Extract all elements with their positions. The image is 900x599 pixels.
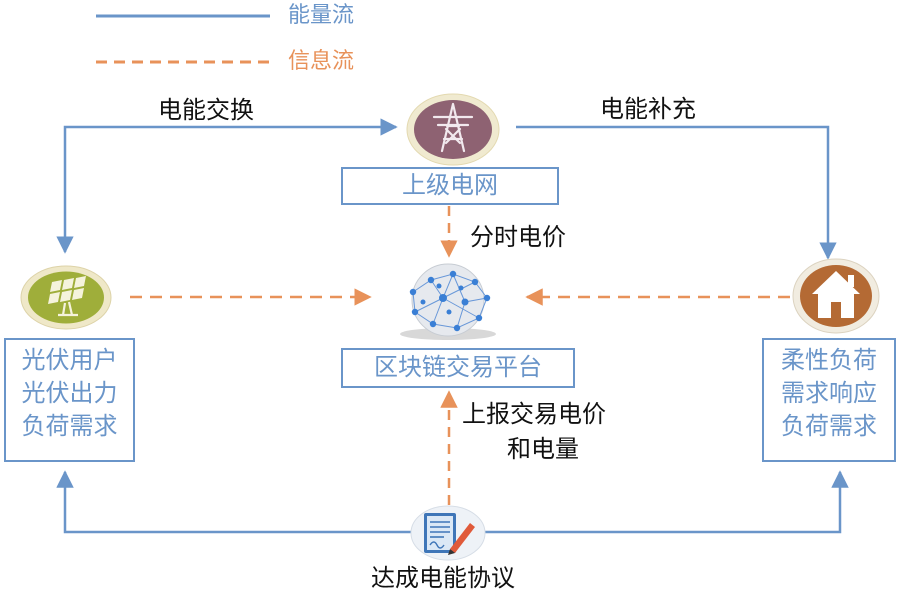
platform-box: 区块链交易平台 [341,348,575,388]
solar-panel-icon [20,265,112,330]
edge-label-report-1: 上报交易电价 [462,400,606,428]
energy-agreement-left-line [56,470,412,534]
flex-load-box: 柔性负荷 需求响应 负荷需求 [762,338,896,462]
flex-load-line: 柔性负荷 [781,346,877,374]
energy-supplement-line [516,125,837,260]
edge-label-supplement: 电能补充 [600,95,696,123]
edge-label-tou-price: 分时电价 [470,223,566,251]
edge-label-report-2: 和电量 [507,435,579,463]
house-icon [792,258,880,334]
pv-user-box: 光伏用户 光伏出力 负荷需求 [4,338,135,462]
blockchain-network-icon [400,263,496,340]
energy-exchange-line [56,118,398,254]
energy-agreement-right-line [484,470,849,534]
power-tower-icon [406,93,500,166]
platform-label: 区块链交易平台 [374,353,542,381]
edge-label-exchange: 电能交换 [158,96,254,124]
flex-load-demand-line: 负荷需求 [781,412,877,440]
pv-user-line: 光伏用户 [21,346,118,374]
demand-response-line: 需求响应 [781,379,877,407]
edge-label-agreement: 达成电能协议 [371,564,515,592]
legend-info-label: 信息流 [288,49,355,74]
pv-output-line: 光伏出力 [21,379,118,407]
legend-energy-label: 能量流 [288,3,355,28]
grid-label: 上级电网 [402,171,498,199]
contract-pen-icon [410,505,486,561]
pv-load-demand-line: 负荷需求 [21,412,118,440]
grid-box: 上级电网 [341,167,559,205]
